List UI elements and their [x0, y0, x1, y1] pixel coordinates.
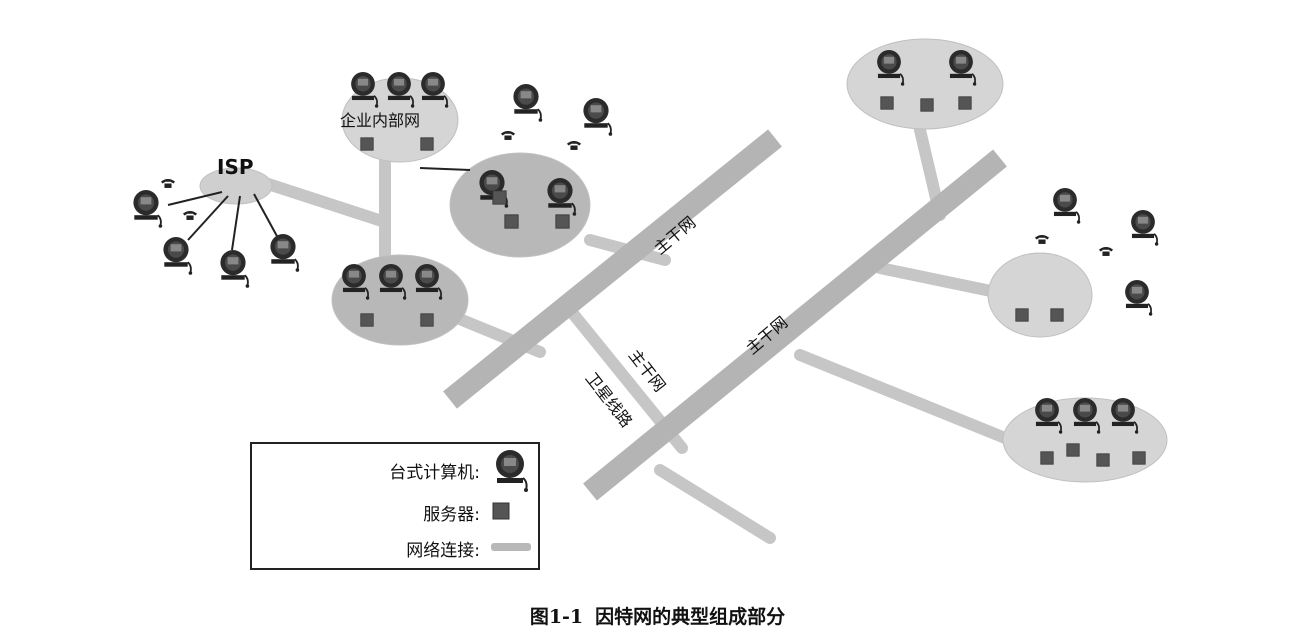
server-icon — [920, 98, 934, 112]
legend: 台式计算机: 服务器: 网络连接: — [250, 442, 540, 570]
desktop-icon — [582, 97, 614, 136]
server-icon — [1132, 451, 1146, 465]
desktop-icon — [219, 249, 251, 288]
server-icon — [1050, 308, 1064, 322]
server-icon — [1040, 451, 1054, 465]
telephone-icon — [1034, 235, 1050, 244]
isp-label: ISP — [217, 155, 254, 179]
server-icon — [360, 137, 374, 151]
cloud-right — [987, 252, 1093, 338]
server-icon — [1096, 453, 1110, 467]
intranet-label: 企业内部网 — [340, 111, 420, 130]
server-icon — [1015, 308, 1029, 322]
desktop-icon — [162, 236, 194, 275]
desktop-icon — [1130, 209, 1160, 246]
figure-title: 因特网的典型组成部分 — [595, 606, 786, 628]
server-icon — [420, 137, 434, 151]
diagram-canvas: ISP 企业内部网 主干网 主干网 主干网 卫星线路 — [132, 38, 1168, 544]
server-icon — [958, 96, 972, 110]
backbone-line-2 — [583, 149, 1007, 501]
server-icon — [360, 313, 374, 327]
legend-desktop-label: 台式计算机: — [389, 463, 480, 483]
telephone-icon — [160, 179, 176, 188]
telephone-icon — [500, 131, 516, 140]
network-link-swatch — [491, 543, 531, 551]
server-icon — [1066, 443, 1080, 457]
telephone-icon — [1098, 247, 1114, 256]
desktop-icon — [495, 449, 529, 492]
isp-lines — [167, 167, 471, 251]
server-icon — [420, 313, 434, 327]
desktop-icon — [1124, 279, 1154, 316]
network-links — [256, 124, 1016, 544]
desktop-icon — [132, 189, 164, 228]
server-icon — [492, 190, 507, 205]
telephone-icon — [566, 141, 582, 150]
telephone-icon — [182, 211, 198, 220]
figure-caption: 图1-1 因特网的典型组成部分 — [0, 602, 1315, 629]
server-icon — [492, 502, 510, 520]
cloud-top-right — [846, 38, 1004, 130]
server-icon — [504, 214, 519, 229]
legend-link-label: 网络连接: — [406, 541, 480, 561]
desktop-icon — [1052, 187, 1082, 224]
link-bottom-right — [794, 349, 1016, 446]
server-icon — [555, 214, 570, 229]
link-lower — [654, 464, 776, 544]
server-icon — [880, 96, 894, 110]
link-isp — [256, 176, 391, 228]
legend-server-label: 服务器: — [423, 505, 480, 525]
backbones — [443, 129, 1007, 501]
desktop-icon — [269, 233, 301, 272]
figure-number: 图1-1 — [529, 606, 584, 628]
desktop-icon — [512, 83, 544, 122]
backbone-line-1 — [443, 129, 782, 409]
